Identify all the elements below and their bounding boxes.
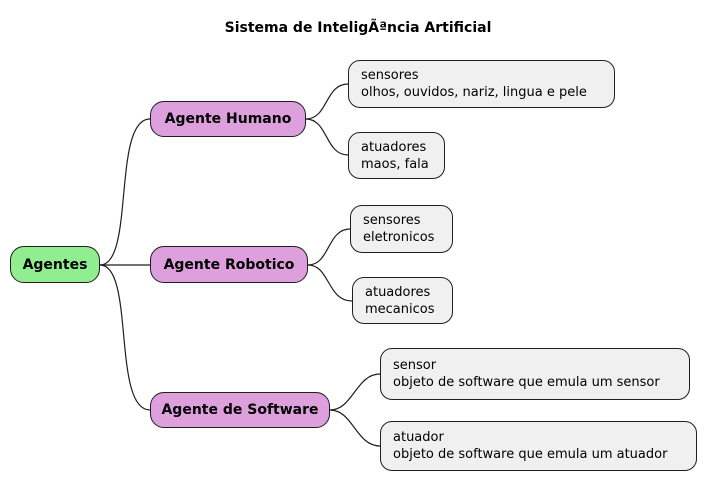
leaf-robotico-atuadores: atuadores mecanicos bbox=[352, 277, 453, 324]
leaf-desc: mecanicos bbox=[365, 301, 435, 317]
edge-robotico-atuadores bbox=[307, 264, 353, 302]
leaf-humano-sensores: sensores olhos, ouvidos, nariz, lingua e… bbox=[348, 60, 615, 108]
node-agente-humano: Agente Humano bbox=[150, 101, 306, 137]
node-agente-humano-label: Agente Humano bbox=[164, 111, 292, 127]
leaf-title: atuador bbox=[393, 430, 444, 445]
leaf-desc: olhos, ouvidos, nariz, lingua e pele bbox=[361, 85, 587, 100]
leaf-software-atuador: atuador objeto de software que emula um … bbox=[380, 421, 697, 471]
diagram-title: Sistema de InteligÃªncia Artificial bbox=[224, 20, 492, 36]
edge-humano-sensores bbox=[305, 83, 349, 120]
leaf-title: atuadores bbox=[361, 139, 427, 155]
leaf-desc: maos, fala bbox=[361, 156, 429, 172]
node-agente-robotico: Agente Robotico bbox=[150, 246, 308, 283]
leaf-humano-atuadores: atuadores maos, fala bbox=[348, 132, 445, 179]
edge-software-sensor bbox=[329, 373, 381, 411]
node-agente-de-software-label: Agente de Software bbox=[161, 402, 319, 418]
edge-root-software bbox=[99, 264, 151, 411]
edge-robotico-sensores bbox=[307, 228, 351, 266]
node-agentes-label: Agentes bbox=[22, 256, 88, 273]
leaf-desc: objeto de software que emula um sensor bbox=[393, 375, 660, 390]
leaf-title: sensores bbox=[363, 213, 421, 228]
node-agente-de-software: Agente de Software bbox=[150, 392, 330, 428]
edge-root-humano bbox=[99, 118, 151, 266]
leaf-title: sensor bbox=[393, 358, 437, 373]
leaf-desc: eletronicos bbox=[363, 230, 435, 245]
edge-humano-atuadores bbox=[305, 118, 349, 156]
edge-software-atuador bbox=[329, 409, 381, 447]
leaf-title: sensores bbox=[361, 68, 419, 83]
leaf-robotico-sensores: sensores eletronicos bbox=[350, 205, 453, 253]
leaf-software-sensor: sensor objeto de software que emula um s… bbox=[380, 348, 690, 400]
node-agentes: Agentes bbox=[10, 246, 100, 283]
leaf-desc: objeto de software que emula um atuador bbox=[393, 447, 668, 462]
leaf-title: atuadores bbox=[365, 284, 431, 300]
node-agente-robotico-label: Agente Robotico bbox=[163, 256, 295, 273]
